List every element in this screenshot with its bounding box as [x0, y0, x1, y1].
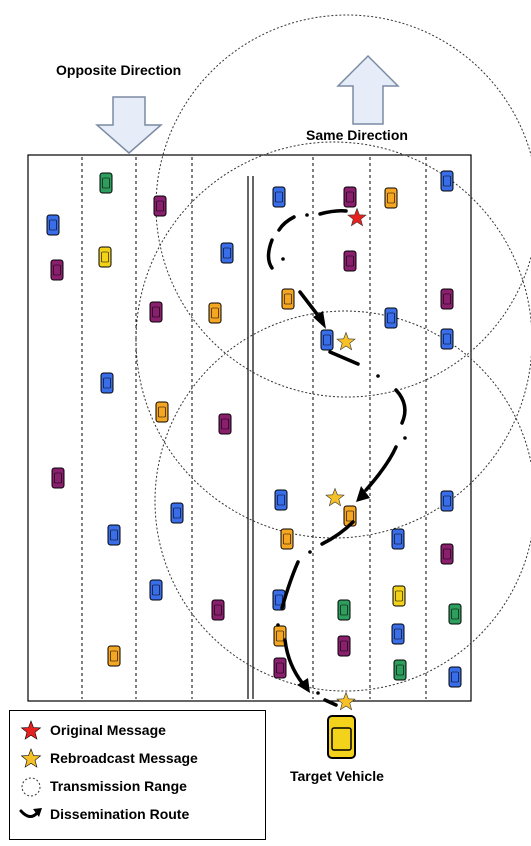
vehicle-icon [393, 586, 405, 606]
dashed-circle-icon [18, 775, 44, 799]
vehicle-icon [275, 490, 287, 510]
vehicle-icon [108, 646, 120, 666]
curved-arrow-icon [18, 803, 44, 827]
vehicle-icon [47, 215, 59, 235]
vehicle-icon [52, 468, 64, 488]
vehicle-icon [108, 525, 120, 545]
vehicle-icon [150, 580, 162, 600]
vehicle-icon [150, 302, 162, 322]
vehicle-icon [321, 330, 333, 350]
legend-item-original: Original Message [10, 719, 265, 743]
vehicle-icon [392, 529, 404, 549]
vehicle-icon [441, 491, 453, 511]
vehicle-icon [171, 503, 183, 523]
target-vehicle-icon [328, 716, 355, 758]
vehicle-icon [156, 402, 168, 422]
vehicle-icon [338, 636, 350, 656]
vehicle-icon [338, 600, 350, 620]
vehicle-icon [51, 260, 63, 280]
gold-star-icon [18, 747, 44, 771]
legend-label: Original Message [50, 722, 166, 738]
road-area [28, 155, 471, 701]
vehicle-icon [385, 308, 397, 328]
lane-markings [82, 157, 426, 699]
red-star-icon [18, 719, 44, 743]
legend-item-route: Dissemination Route [10, 803, 265, 827]
opposite-direction-arrow-icon [97, 97, 161, 153]
road-center-divider [248, 176, 253, 699]
vehicle-icon [385, 188, 397, 208]
vehicle-icon [99, 247, 111, 267]
same-direction-arrow-icon [338, 56, 398, 124]
vehicle-icon [209, 303, 221, 323]
vehicles [47, 171, 461, 687]
vehicle-icon [274, 658, 286, 678]
transmission-range-circle [155, 311, 531, 691]
vehicle-icon [441, 544, 453, 564]
vehicle-icon [449, 604, 461, 624]
rebroadcast-star-icon [326, 489, 344, 506]
dissemination-route [269, 211, 405, 705]
vehicle-icon [344, 187, 356, 207]
vehicle-icon [221, 243, 233, 263]
vehicle-icon [100, 173, 112, 193]
route-dots [276, 213, 407, 695]
vehicle-icon [441, 171, 453, 191]
vehicle-icon [441, 329, 453, 349]
legend-item-range: Transmission Range [10, 775, 265, 799]
same-direction-label: Same Direction [306, 127, 408, 143]
vehicle-icon [281, 529, 293, 549]
legend-label: Rebroadcast Message [50, 750, 198, 766]
rebroadcast-star-icon [337, 693, 355, 710]
vehicle-icon [282, 289, 294, 309]
vehicle-icon [212, 600, 224, 620]
target-vehicle-label: Target Vehicle [290, 768, 384, 784]
original-message-star-icon [348, 209, 366, 226]
vehicle-icon [392, 624, 404, 644]
rebroadcast-star-icon [337, 333, 355, 350]
legend-label: Transmission Range [50, 778, 187, 794]
vehicle-icon [101, 373, 113, 393]
vehicle-icon [273, 187, 285, 207]
vehicle-icon [154, 196, 166, 216]
vehicle-icon [394, 660, 406, 680]
vehicle-icon [441, 289, 453, 309]
legend-label: Dissemination Route [50, 806, 189, 822]
message-stars [326, 209, 366, 710]
legend: Original Message Rebroadcast Message Tra… [9, 710, 266, 840]
vehicle-icon [449, 667, 461, 687]
legend-item-rebroadcast: Rebroadcast Message [10, 747, 265, 771]
vehicle-icon [344, 251, 356, 271]
vehicle-icon [219, 414, 231, 434]
opposite-direction-label: Opposite Direction [56, 62, 181, 78]
